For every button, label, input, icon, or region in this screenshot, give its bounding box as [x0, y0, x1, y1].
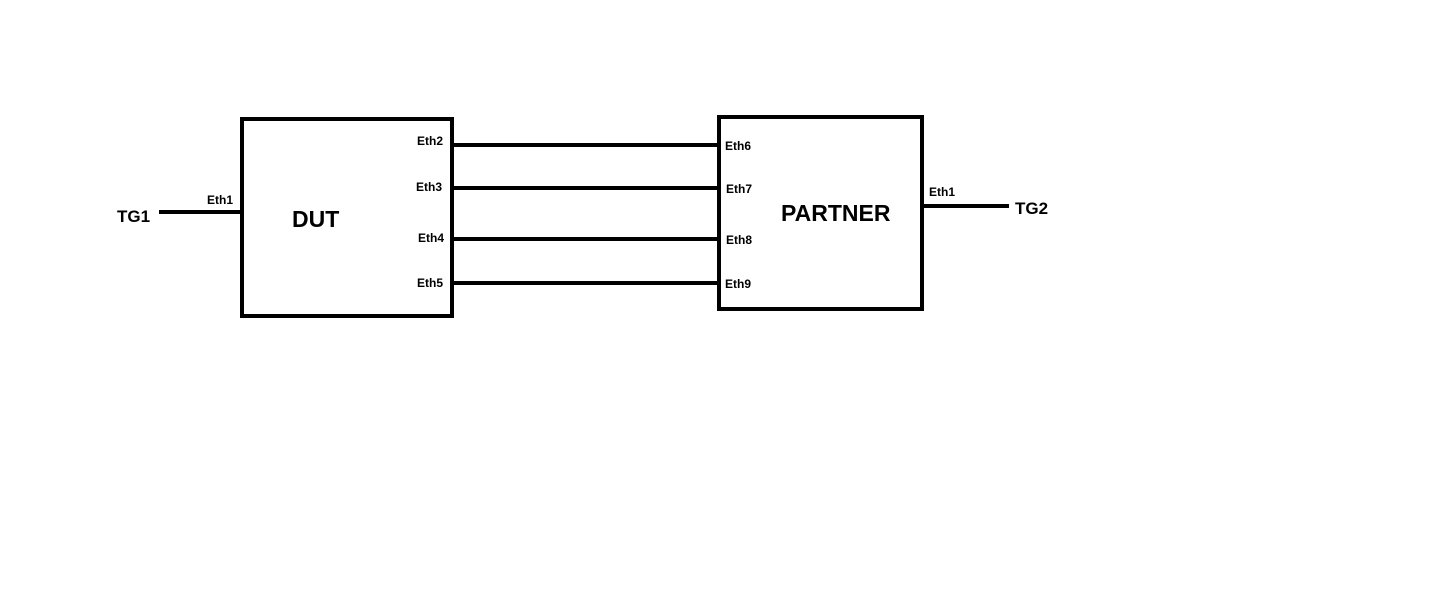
dut-port-eth2-label: Eth2	[417, 134, 443, 148]
partner-port-eth8-label: Eth8	[726, 233, 752, 247]
dut-port-eth5-label: Eth5	[417, 276, 443, 290]
dut-port-eth3-label: Eth3	[416, 180, 442, 194]
partner-label: PARTNER	[781, 200, 891, 226]
partner-port-eth1-label: Eth1	[929, 185, 955, 199]
partner-port-eth9-label: Eth9	[725, 277, 751, 291]
partner-port-eth7-label: Eth7	[726, 182, 752, 196]
tg1-label: TG1	[117, 207, 150, 226]
dut-port-eth4-label: Eth4	[418, 231, 444, 245]
tg2-label: TG2	[1015, 199, 1048, 218]
dut-port-eth1-label: Eth1	[207, 193, 233, 207]
partner-box	[717, 115, 924, 311]
partner-port-eth6-label: Eth6	[725, 139, 751, 153]
dut-label: DUT	[292, 206, 339, 232]
dut-box	[240, 117, 454, 318]
